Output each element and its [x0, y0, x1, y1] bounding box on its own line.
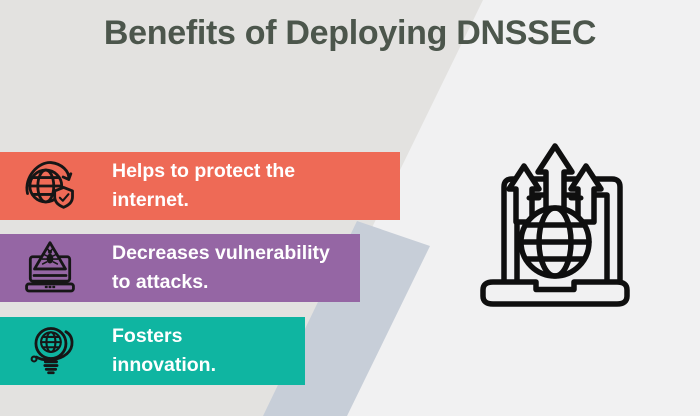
- benefit-text-protect-internet: Helps to protect the internet.: [112, 157, 295, 215]
- benefit-text-decreases-vulnerability: Decreases vulnerability to attacks.: [112, 239, 330, 297]
- laptop-bug-warning-icon: [20, 238, 80, 298]
- benefit-bar-protect-internet: Helps to protect the internet.: [0, 152, 400, 220]
- benefit-line: to attacks.: [112, 271, 209, 293]
- benefit-line: Fosters: [112, 325, 183, 347]
- benefit-line: internet.: [112, 189, 189, 211]
- benefit-line: Helps to protect the: [112, 160, 296, 182]
- lightbulb-globe-icon: [20, 321, 80, 381]
- benefit-bar-decreases-vulnerability: Decreases vulnerability to attacks.: [0, 234, 360, 302]
- page-title: Benefits of Deploying DNSSEC: [103, 14, 597, 52]
- benefit-bar-fosters-innovation: Fosters innovation.: [0, 317, 305, 385]
- laptop-globe-arrows-illustration: [480, 143, 630, 307]
- benefit-line: innovation.: [112, 354, 216, 376]
- benefit-text-fosters-innovation: Fosters innovation.: [112, 322, 216, 380]
- benefit-line: Decreases vulnerability: [112, 242, 330, 264]
- globe-shield-icon: [20, 156, 80, 216]
